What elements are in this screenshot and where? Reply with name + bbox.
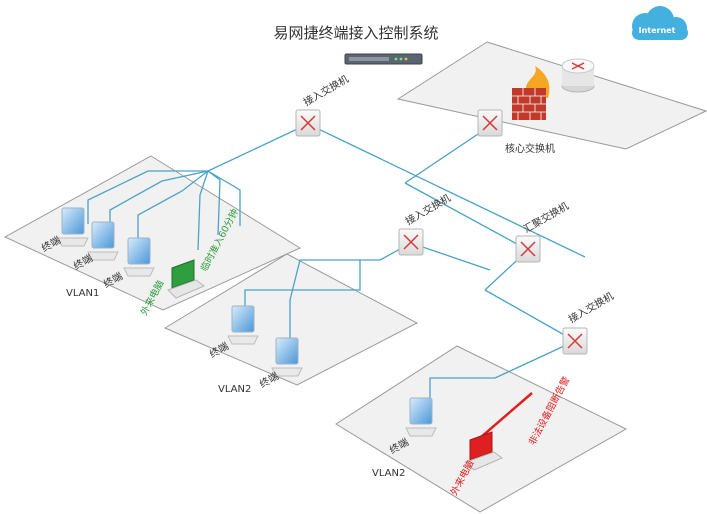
monitor-icon [227, 305, 259, 345]
vlan-label: VLAN2 [218, 384, 251, 395]
core-zone [396, 41, 707, 150]
firewall-icon [512, 66, 550, 120]
access-switch-bottom-icon [562, 327, 588, 355]
allowed-laptop-icon [167, 259, 205, 299]
router-icon [561, 58, 595, 93]
monitor-icon [87, 221, 119, 261]
core-switch-label: 核心交换机 [505, 142, 555, 155]
access-switch-middle-label: 接入交换机 [403, 191, 453, 227]
access-switch-top-icon [295, 109, 321, 137]
monitor-icon [405, 397, 437, 437]
vlan-label: VLAN2 [372, 468, 405, 479]
cloud-label: Internet [639, 26, 676, 35]
blocked-laptop-icon [465, 431, 503, 471]
access-switch-bottom-label: 接入交换机 [566, 289, 616, 325]
core-switch-icon [477, 109, 503, 137]
blocked-link [479, 392, 533, 439]
vlan2-middle-zone [163, 253, 419, 386]
vlan1-zone [3, 155, 302, 311]
monitor-icon [271, 337, 303, 377]
monitor-icon [57, 207, 89, 247]
internet-cloud-icon [632, 6, 688, 40]
control-appliance-icon [344, 53, 423, 65]
monitor-icon [123, 237, 155, 277]
access-switch-middle-icon [398, 228, 424, 256]
vlan-label: VLAN1 [66, 288, 99, 299]
page-title: 易网捷终端接入控制系统 [273, 24, 438, 42]
vlan2-bottom-zone [335, 345, 628, 513]
aggregation-switch-label: 汇聚交换机 [521, 199, 571, 235]
access-switch-top-label: 接入交换机 [301, 72, 351, 108]
network-links [87, 123, 586, 404]
aggregation-switch-icon [515, 235, 541, 263]
